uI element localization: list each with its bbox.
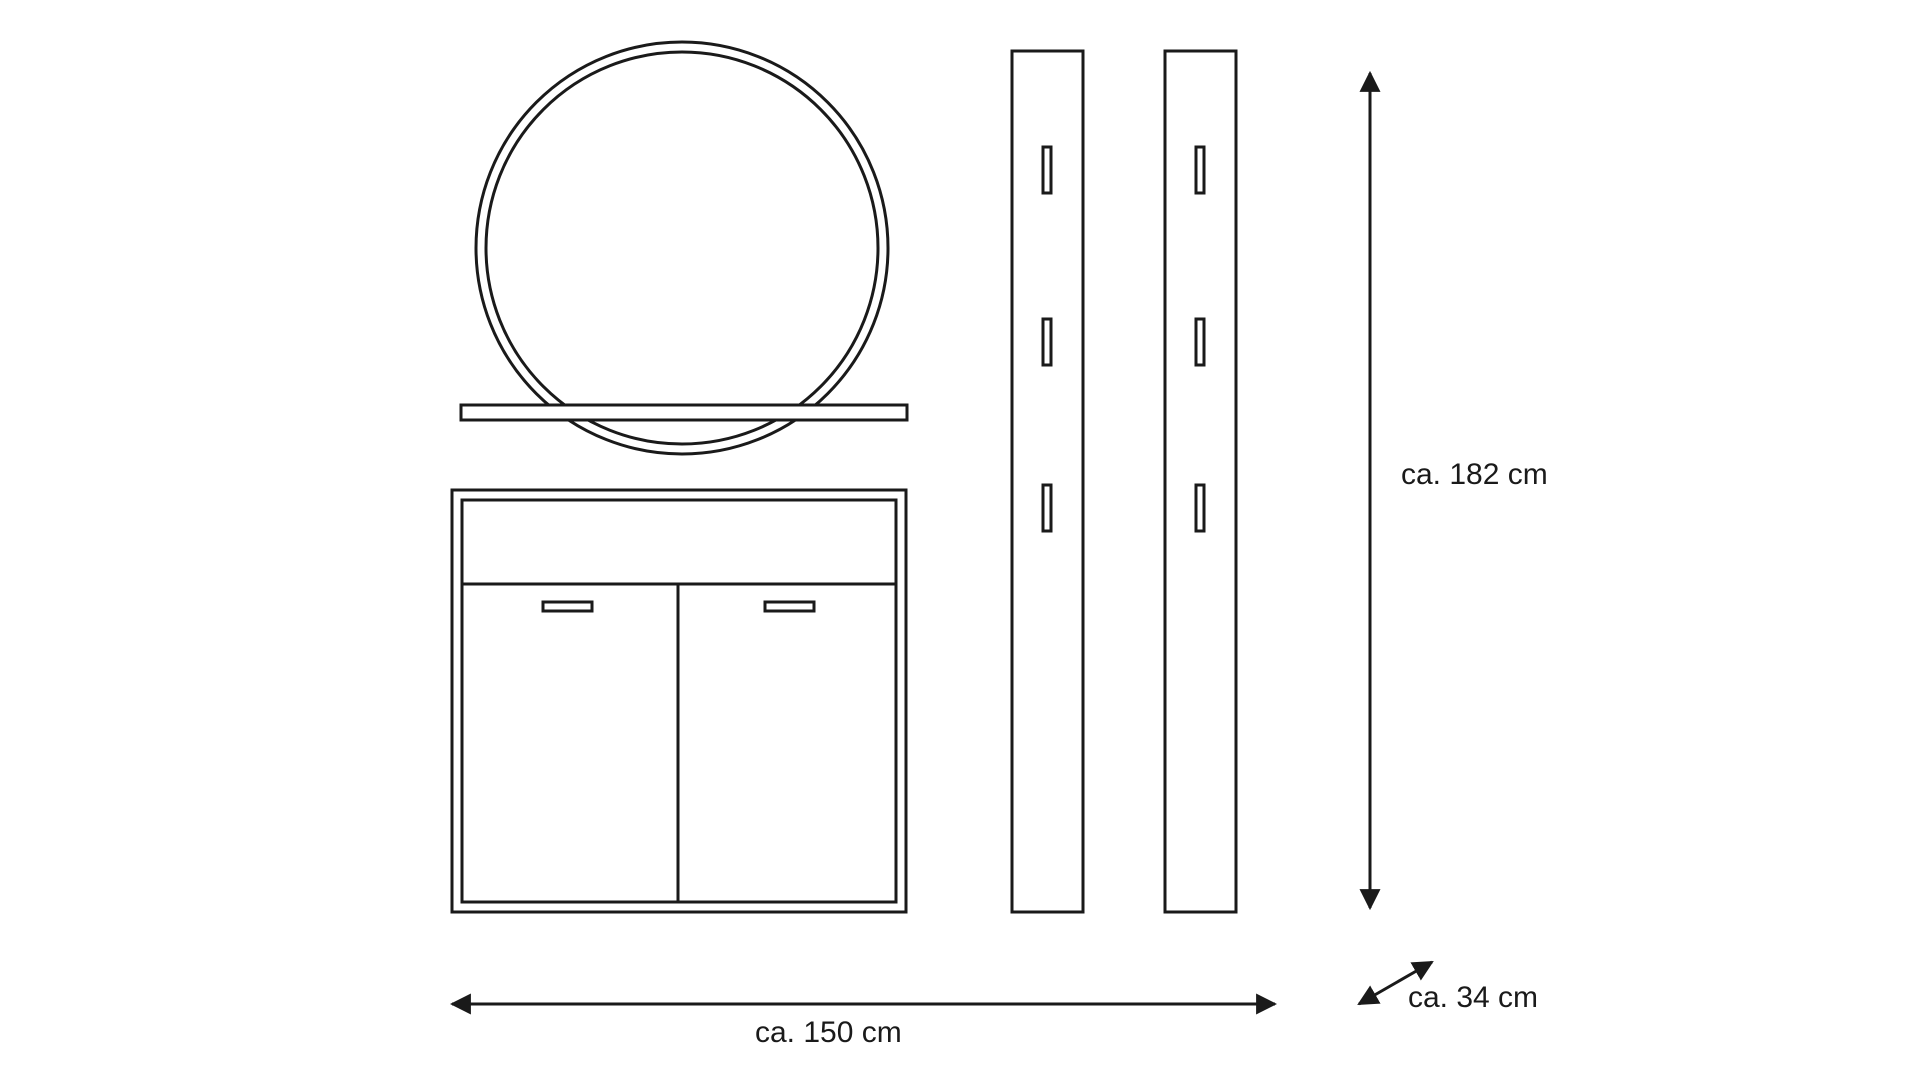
mirror-shelf	[459, 403, 909, 422]
door-handle-left	[541, 600, 594, 613]
cabinet-outer-frame	[450, 488, 908, 914]
panel-2-hook-1	[1194, 145, 1206, 195]
cabinet-door-left	[460, 582, 680, 904]
width-label: ca. 150 cm	[755, 1016, 902, 1049]
panel-1-hook-1	[1041, 145, 1053, 195]
door-handle-right	[763, 600, 816, 613]
depth-dimension-arrow	[1357, 960, 1434, 1006]
panel-1-hook-2	[1041, 317, 1053, 367]
depth-label: ca. 34 cm	[1408, 981, 1539, 1014]
wall-panel-2	[1163, 49, 1238, 914]
panel-2-hook-2	[1194, 317, 1206, 367]
cabinet-top-panel	[460, 498, 898, 586]
mirror-inner-rim	[484, 50, 880, 446]
round-mirror	[459, 40, 909, 456]
shoe-cabinet	[450, 488, 908, 914]
panel-1-hook-3	[1041, 483, 1053, 533]
wall-panel-1	[1010, 49, 1085, 914]
height-label: ca. 182 cm	[1401, 458, 1548, 491]
cabinet-door-right	[676, 582, 898, 904]
panel-2-board	[1163, 49, 1238, 914]
mirror-outer-rim	[474, 40, 890, 456]
panel-1-board	[1010, 49, 1085, 914]
panel-2-hook-3	[1194, 483, 1206, 533]
